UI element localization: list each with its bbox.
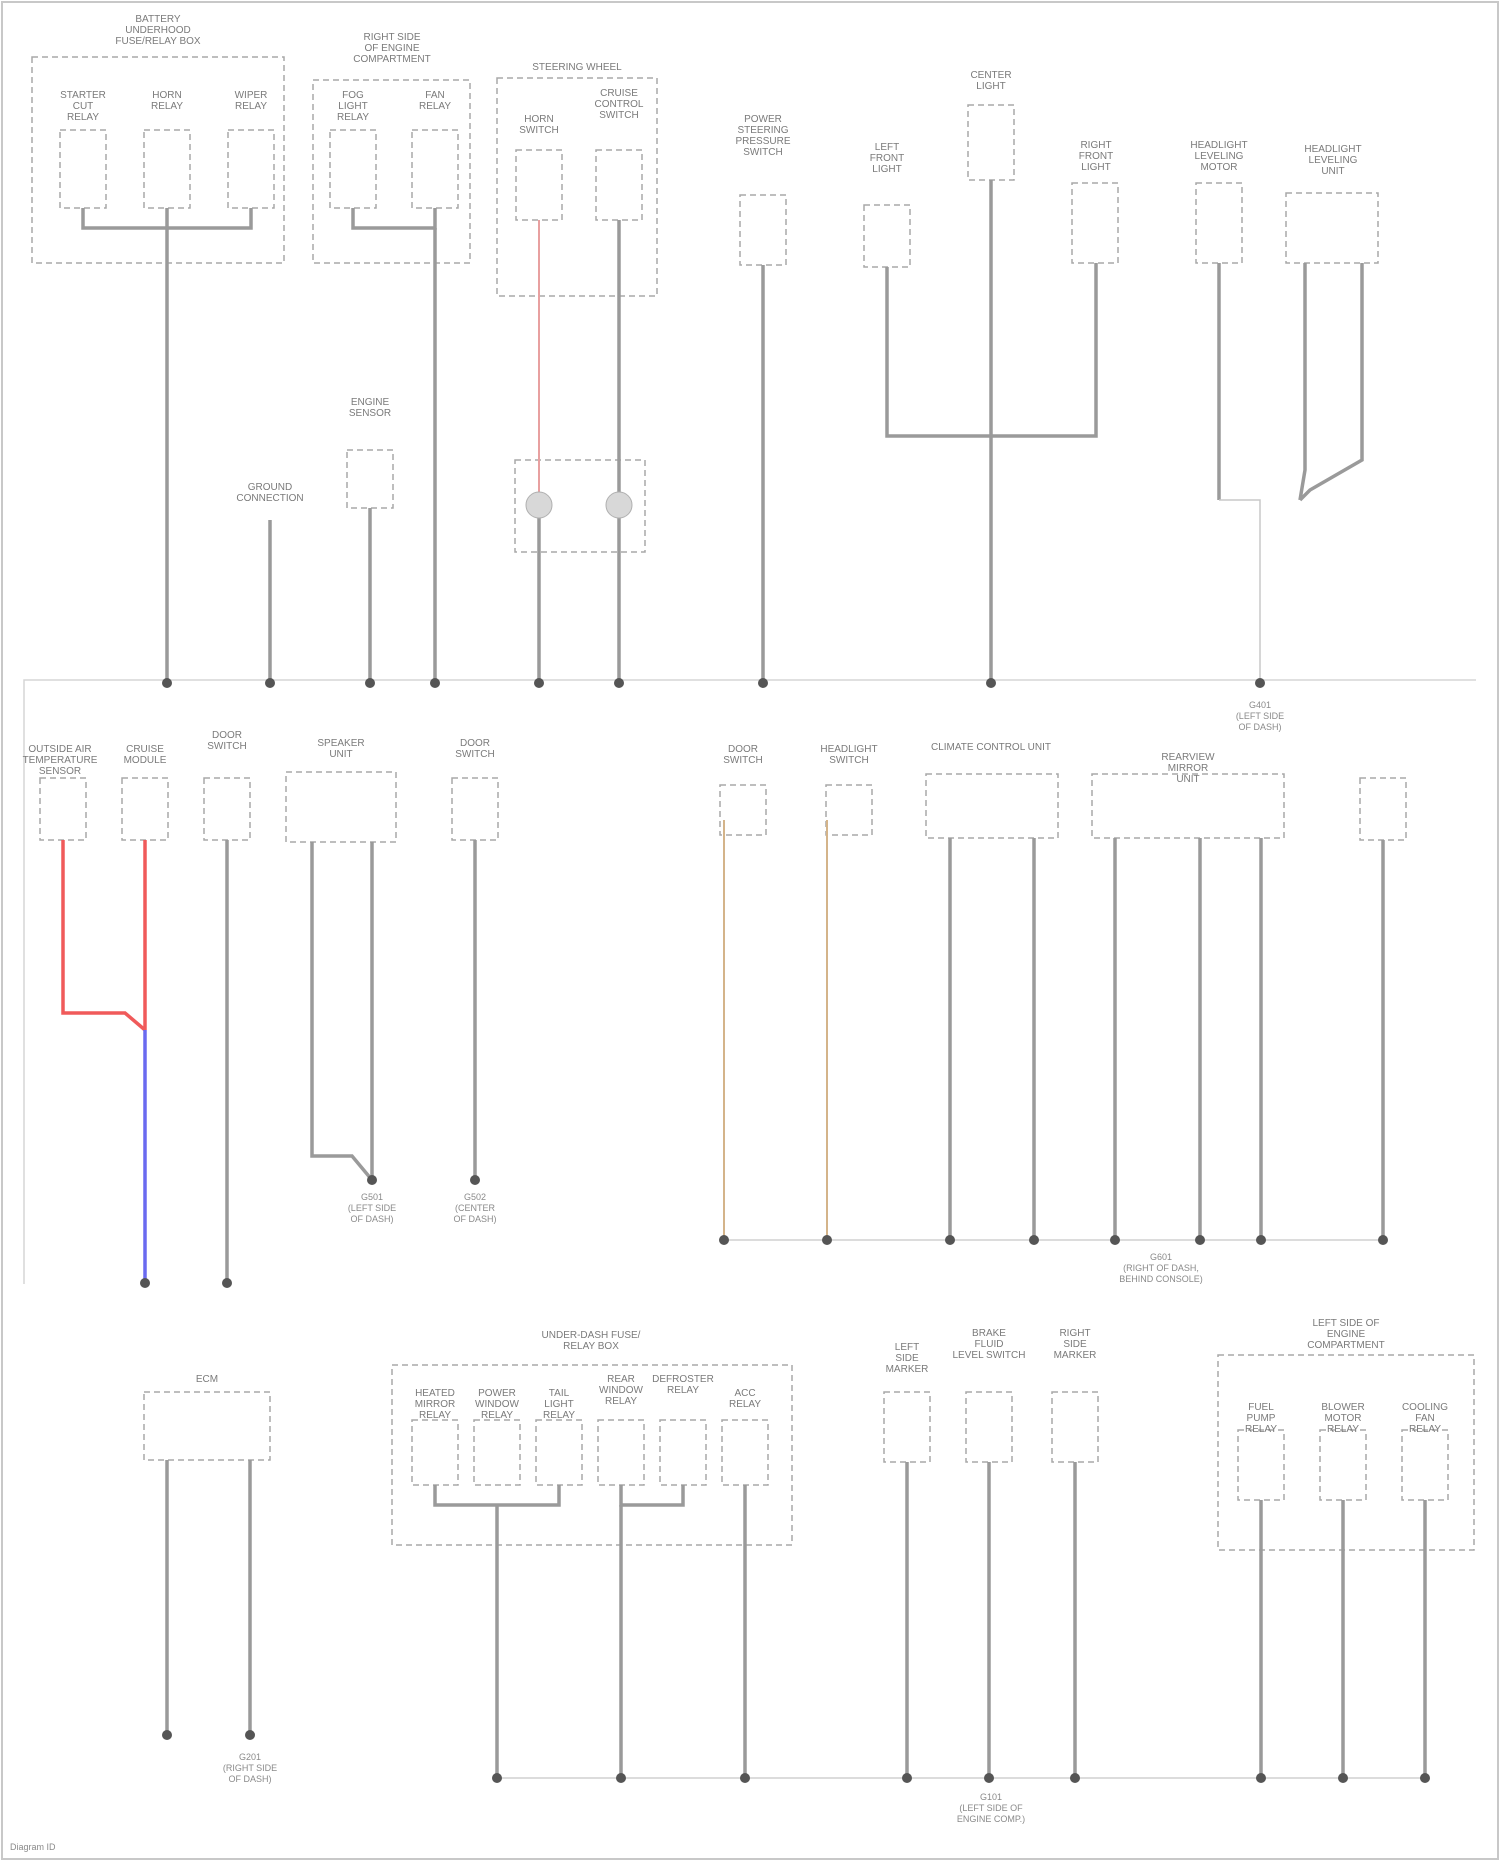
- switch-box: [596, 150, 642, 220]
- diagram-id: Diagram ID: [10, 1842, 56, 1852]
- relay-box: [228, 130, 274, 208]
- component-box: [826, 785, 872, 835]
- section-bottom: [144, 1355, 1474, 1550]
- component-box: [926, 774, 1058, 838]
- component-box: [720, 785, 766, 835]
- component-label-c21: ECM: [196, 1374, 218, 1385]
- relay-box: [60, 130, 106, 208]
- relay-box: [660, 1420, 706, 1485]
- component-box: [452, 778, 498, 840]
- component-box: [864, 205, 910, 267]
- wires-bottom: [167, 1240, 1425, 1778]
- section-top: [32, 57, 1378, 552]
- component-box: [1052, 1392, 1098, 1462]
- component-box: [286, 772, 396, 842]
- component-box: [1360, 778, 1406, 840]
- relay-box: [474, 1420, 520, 1485]
- relay-box: [722, 1420, 768, 1485]
- relay-box: [598, 1420, 644, 1485]
- component-label-c22: UNDER-DASH FUSE/RELAY BOX: [542, 1330, 641, 1352]
- wires-top: [83, 180, 1362, 683]
- relay-box: [1320, 1430, 1366, 1500]
- relay-box: [1402, 1430, 1448, 1500]
- group-box: [32, 57, 284, 263]
- relay-box: [1238, 1430, 1284, 1500]
- relay-box: [144, 130, 190, 208]
- component-box: [1286, 193, 1378, 263]
- component-box: [968, 105, 1014, 180]
- component-box: [740, 195, 786, 265]
- section-divider: [24, 680, 1476, 1284]
- wires-middle: [63, 820, 1383, 1283]
- switch-box: [516, 150, 562, 220]
- component-box: [144, 1392, 270, 1460]
- relay-box: [330, 130, 376, 208]
- component-box: [1196, 183, 1242, 263]
- group-box: [1218, 1355, 1474, 1550]
- relay-box: [412, 130, 458, 208]
- relay-box: [536, 1420, 582, 1485]
- component-box: [1072, 183, 1118, 263]
- component-label-c3: STEERING WHEEL: [532, 62, 622, 73]
- component-box: [40, 778, 86, 840]
- relay-box: [412, 1420, 458, 1485]
- component-label-c19: CLIMATE CONTROL UNIT: [931, 742, 1051, 753]
- component-box: [966, 1392, 1012, 1462]
- component-box: [884, 1392, 930, 1462]
- component-box: [347, 450, 393, 508]
- component-box: [204, 778, 250, 840]
- component-box: [122, 778, 168, 840]
- ground-nodes: [140, 678, 1430, 1783]
- ground-label-g4: G601(RIGHT OF DASH,BEHIND CONSOLE): [1119, 1252, 1203, 1284]
